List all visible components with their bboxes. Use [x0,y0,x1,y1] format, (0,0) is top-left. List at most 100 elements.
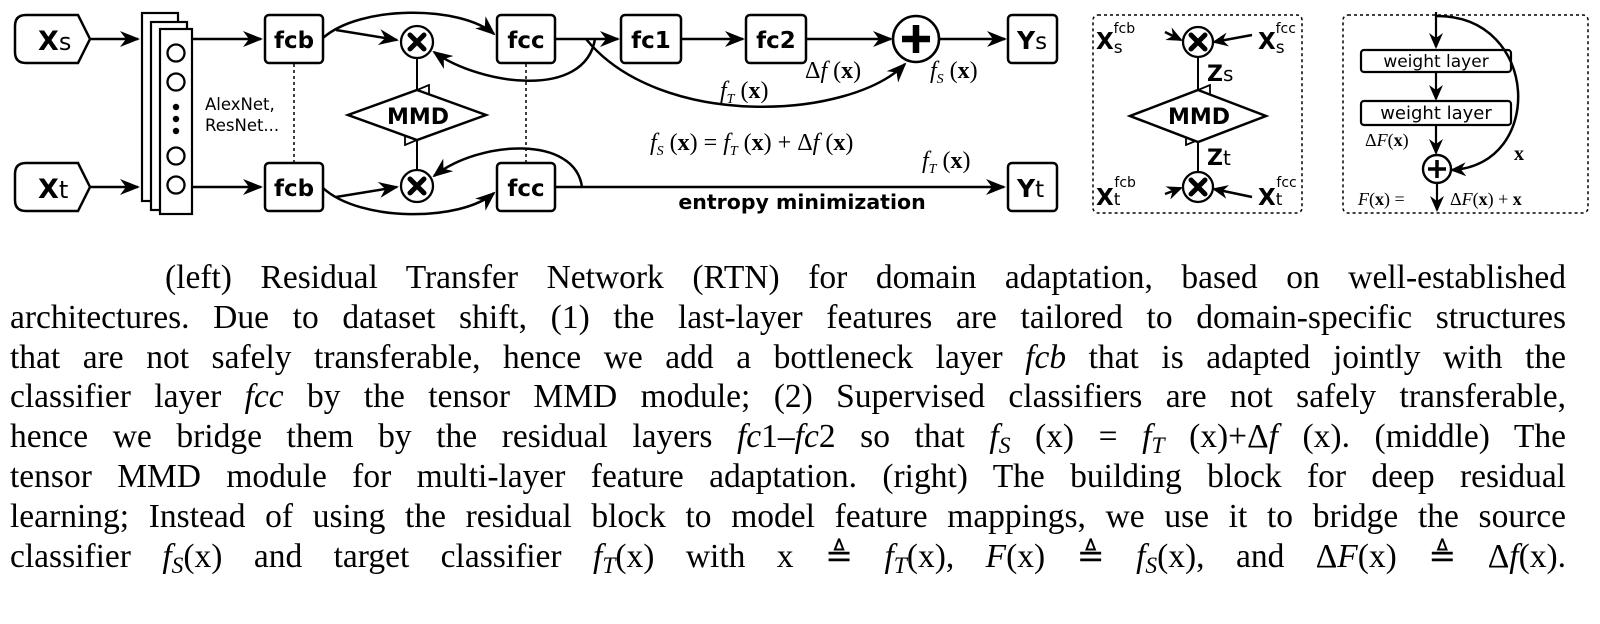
fcb-target-node: fcb [263,161,325,213]
caption-line: (left) Residual Transfer Network (RTN) f… [10,258,1566,298]
xt-fcc-arrow [1212,185,1253,199]
fc1-node: fc1 [619,13,683,65]
xt-fcc-label: Xtfcc [1258,175,1297,211]
caption-text: architectures. Due to dataset shift, (1)… [10,298,1566,336]
caption-text: hence we bridge them by the residual lay… [10,418,737,456]
tensor-product-zt-icon [1181,170,1215,204]
caption-text: classifier layer [10,378,245,416]
caption-subscript: S [171,552,184,579]
backbone-label-line2: ResNet... [205,116,279,135]
caption-math: fc [794,418,819,456]
xs-fcc-arrow [1212,32,1253,47]
backbone-label-line1: AlexNet, [205,95,275,114]
middle-mmd-label: MMD [1168,105,1230,130]
caption-text: classifier [10,537,163,575]
F-eq-left: F(x) = [1357,189,1405,210]
caption-line: learning; Instead of using the residual … [10,497,1566,537]
fcb-to-tensor-target-arrow [335,182,399,199]
ys-main: Y [1016,26,1036,55]
ft-label-bottom: fT (x) [922,148,970,177]
weight-layer-2-label: weight layer [1380,103,1492,124]
neuron-icon [166,43,186,63]
mmd-node: MMD [344,88,490,142]
caption-text: (x)+Δ [1164,418,1269,456]
caption-text: (x) ≜ [1006,537,1137,575]
xt-fcb-label: Xtfcb [1096,175,1136,211]
yt-main: Y [1016,174,1036,203]
caption-text: (x), [906,537,986,575]
fcb-to-fcc-source-arrow [322,11,496,39]
residual-sum-icon [1421,153,1453,185]
middle-mmd-node: MMD [1126,88,1270,144]
ellipsis-dot-icon [172,103,180,111]
caption-text: (x) = [1010,418,1143,456]
svg-text:Ys: Ys [1016,26,1047,55]
svg-text:Xs: Xs [38,26,71,57]
fcc-source-node: fcc [495,13,557,65]
figure-caption: (left) Residual Transfer Network (RTN) f… [10,258,1566,579]
tensor-product-zs-icon [1181,25,1215,59]
source-input-sub: s [59,28,72,56]
fcb-source-node: fcb [263,13,325,65]
caption-subscript: T [1151,433,1165,460]
fc2-node: fc2 [744,13,808,65]
caption-text: (x) with x ≜ [615,537,885,575]
caption-text: by the tensor MMD module; (2) Supervised… [283,378,1566,416]
xt-fcb-arrow [1164,186,1183,200]
tensor-product-source-icon [399,24,435,60]
backbone-network-stack [140,11,194,216]
fcc-target-label: fcc [507,176,544,202]
caption-line: that are not safely transferable, hence … [10,338,1566,378]
residual-block-panel: weight layer weight layer ΔF(x) x F(x) =… [1342,12,1589,214]
fcb-to-fcc-target-arrow [322,187,496,216]
x-skip-label: x [1514,143,1524,165]
caption-text: 2 so that [818,418,990,456]
identity-shortcut-arrow [585,38,907,108]
delta-F-label: ΔF(x) [1365,130,1409,151]
weight-layer-2: weight layer [1359,99,1513,127]
neuron-icon [166,72,186,92]
delta-f-label: Δf (x) [805,58,861,84]
fs-label: fS (x) [930,58,978,87]
caption-math: f [1509,537,1519,575]
weight-layer-1-label: weight layer [1383,52,1488,72]
svg-text:Yt: Yt [1016,174,1044,203]
yt-sub: t [1035,177,1044,203]
source-input-main: X [38,26,59,57]
rtn-architecture-figure: Xs Xt AlexNet, ResNet... fcb [13,11,1589,216]
tensor-mmd-panel: Xsfcb Xsfcc Xtfcb Xtfcc Zs Zt MMD [1092,14,1303,214]
right-panel-border [1342,14,1589,214]
source-output-node: Ys [1006,13,1059,65]
left-panel: Xs Xt AlexNet, ResNet... fcb [13,11,1059,216]
caption-math: f [1142,418,1152,456]
caption-text: learning; Instead of using the residual … [10,497,1566,535]
caption-subscript: T [893,552,907,579]
fcc-to-tensor-target-arrow [432,147,584,188]
fcc-to-tensor-source-arrow [432,38,597,82]
target-output-node: Yt [1006,161,1059,213]
sum-node-icon [891,14,941,64]
caption-text: that are not safely transferable, hence … [10,338,1026,376]
caption-math: f [1136,537,1146,575]
xs-fcb-arrow [1164,27,1183,42]
caption-subscript: S [1145,552,1158,579]
caption-line: classifier layer fcc by the tensor MMD m… [10,377,1566,417]
caption-line: hence we bridge them by the residual lay… [10,417,1566,460]
identity-skip-arrow [1436,14,1520,177]
zt-label: Zt [1207,146,1231,171]
fcb-to-tensor-source-arrow [335,28,399,45]
fcc-target-node: fcc [495,161,557,213]
fc2-label: fc2 [756,28,796,54]
ellipsis-dot-icon [172,127,180,135]
svg-text:Xt: Xt [38,174,68,205]
caption-math: f [593,537,603,575]
neuron-icon [166,175,186,195]
fcb-source-label: fcb [274,28,314,54]
caption-text: 1– [761,418,795,456]
caption-text: (x) ≜ Δ [1357,537,1510,575]
entropy-minimization-label: entropy minimization [678,190,925,214]
caption-subscript: T [602,552,616,579]
target-input-main: X [38,174,59,205]
target-input-node: Xt [13,161,92,213]
caption-text: (x). [1518,537,1566,575]
